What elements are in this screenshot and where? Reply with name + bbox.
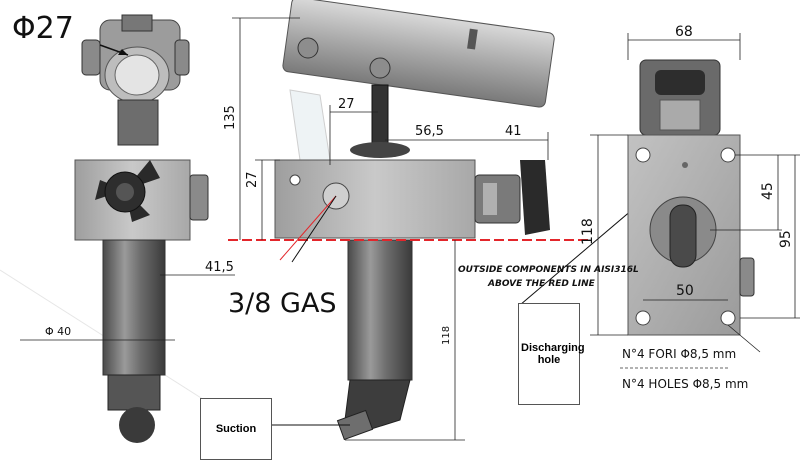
- plate-height-label: 118: [580, 218, 596, 245]
- upper-dim-label: 27: [338, 97, 355, 112]
- holes-leader: [727, 324, 761, 353]
- holes-label-en: N°4 HOLES Φ8,5 mm: [622, 377, 748, 391]
- dim-95-label: 95: [778, 230, 794, 248]
- left-view-pump: [74, 14, 209, 443]
- note-line-2: ABOVE THE RED LINE: [487, 279, 596, 289]
- vertical-dim-label: 118: [441, 326, 452, 345]
- port-label: 3/8 GAS: [228, 288, 337, 319]
- width-dim-label-2: 41: [505, 124, 522, 139]
- width-dim-label-1: 56,5: [415, 124, 444, 139]
- pipe-diameter-label: Φ27: [12, 11, 74, 46]
- discharging-hole-box: Discharging hole: [518, 303, 585, 405]
- holes-label-it: N°4 FORI Φ8,5 mm: [622, 347, 736, 361]
- suction-box: Suction: [200, 398, 272, 460]
- port-leader-red: [279, 195, 337, 261]
- dim-50-label: 50: [676, 283, 694, 299]
- port-leader: [291, 195, 337, 263]
- dim-45-label: 45: [760, 182, 776, 200]
- right-view-pump: [627, 59, 755, 336]
- offset-dim-label: 41,5: [205, 260, 234, 275]
- middle-view-pump: [274, 0, 555, 441]
- side-dim-label: 27: [245, 171, 260, 188]
- suction-label: Suction: [215, 423, 257, 435]
- note-line-1: OUTSIDE COMPONENTS IN AISI316L: [458, 265, 639, 275]
- top-width-label: 68: [675, 24, 693, 40]
- body-diameter-label: Φ 40: [45, 325, 71, 338]
- discharging-hole-label: Discharging hole: [521, 342, 585, 366]
- height-dim-label: 135: [223, 105, 238, 130]
